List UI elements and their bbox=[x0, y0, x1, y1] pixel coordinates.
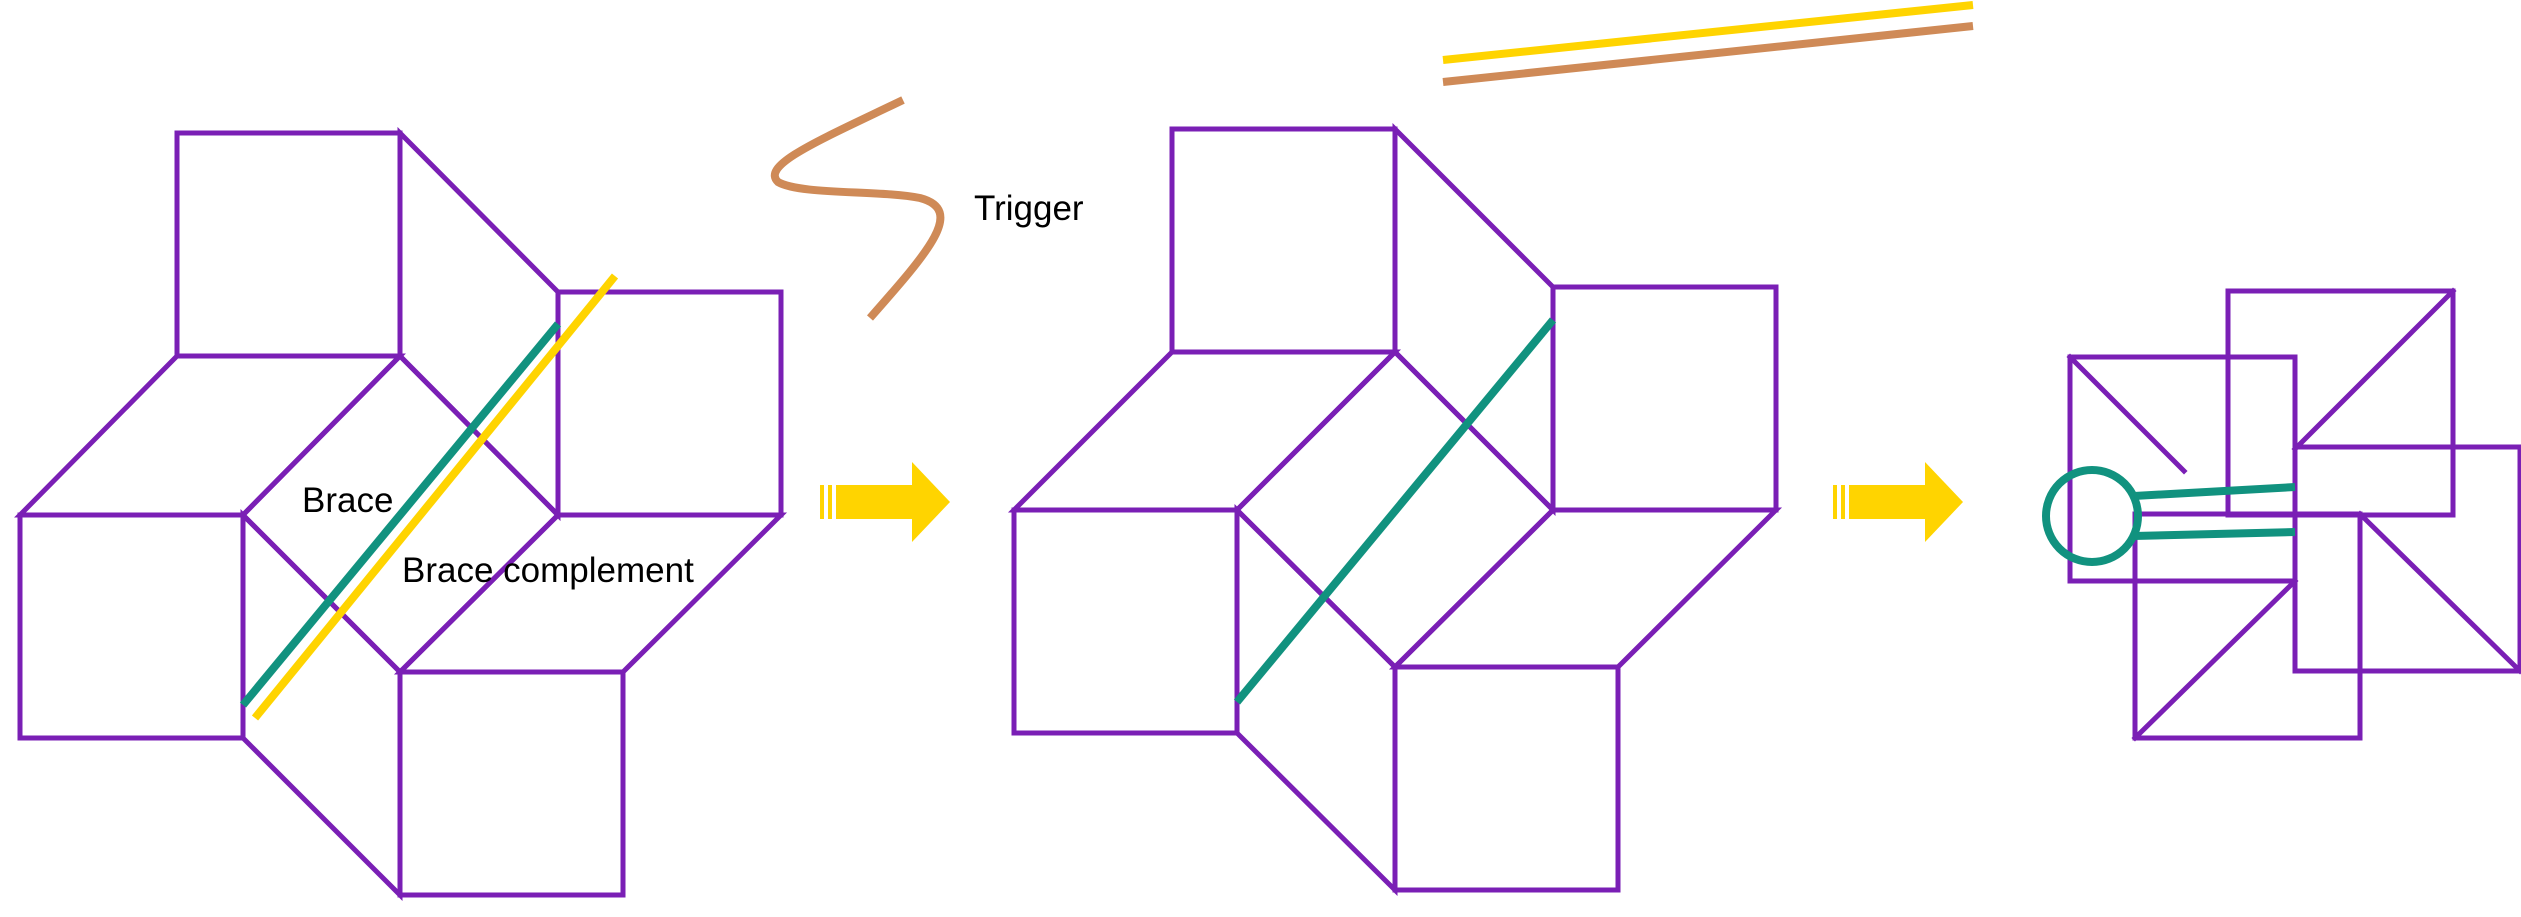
panel-3-brace-hairpin bbox=[2042, 466, 2296, 566]
panel-1-brace-strand bbox=[239, 321, 562, 708]
trigger-strand bbox=[770, 96, 945, 321]
panel-1-frame bbox=[14, 126, 788, 902]
panel-2-brace-strand bbox=[1233, 317, 1557, 705]
panel-3-brace-loop bbox=[2042, 466, 2142, 566]
panel-2-lower-right-rhombus bbox=[1388, 507, 1783, 670]
released-duplex bbox=[1442, 1, 1974, 86]
panel-3-brace-stem-upper bbox=[2133, 483, 2296, 500]
panel-1-brace-complement-strand bbox=[251, 273, 619, 721]
panel-1-top-square bbox=[174, 130, 403, 359]
panel-3-right-square bbox=[2292, 444, 2521, 674]
panel-1-lower-left-triangle bbox=[240, 508, 403, 902]
trigger-group: Trigger bbox=[770, 96, 1084, 321]
panel-1-left-square bbox=[17, 512, 246, 741]
panel-2-right-square bbox=[1550, 284, 1779, 513]
panel-2-upper-right-triangle bbox=[1392, 122, 1556, 517]
panel-2-bottom-square bbox=[1392, 664, 1621, 893]
panel-3-brace-stem-lower bbox=[2133, 528, 2296, 540]
panel-2-top-square bbox=[1169, 126, 1398, 355]
panel-1-upper-right-triangle bbox=[397, 126, 561, 522]
panel-3-collapsed-structure bbox=[2042, 287, 2521, 742]
released-trigger-strand bbox=[1442, 22, 1974, 86]
arrow-2 bbox=[1833, 462, 1963, 542]
panel-2-upper-left-rhombus bbox=[1007, 349, 1402, 513]
panel-1-bottom-square bbox=[397, 669, 626, 898]
arrow-1 bbox=[820, 462, 950, 542]
panel-3-frame bbox=[2066, 287, 2521, 742]
panel-3-bottom-square bbox=[2132, 511, 2363, 741]
panel-2-transition-structure bbox=[1007, 122, 1783, 897]
panel-2-lower-left-triangle bbox=[1234, 503, 1398, 897]
released-brace-complement-strand bbox=[1442, 1, 1974, 64]
panel-1-locked-structure: Brace Brace complement bbox=[14, 126, 788, 902]
brace-label: Brace bbox=[302, 481, 393, 520]
panel-2-frame bbox=[1007, 122, 1783, 897]
panel-1-right-square bbox=[555, 289, 784, 518]
trigger-label: Trigger bbox=[974, 189, 1084, 228]
panel-2-left-square bbox=[1011, 507, 1240, 736]
panel-1-lower-right-rhombus bbox=[393, 512, 788, 675]
brace-complement-label: Brace complement bbox=[402, 551, 694, 590]
